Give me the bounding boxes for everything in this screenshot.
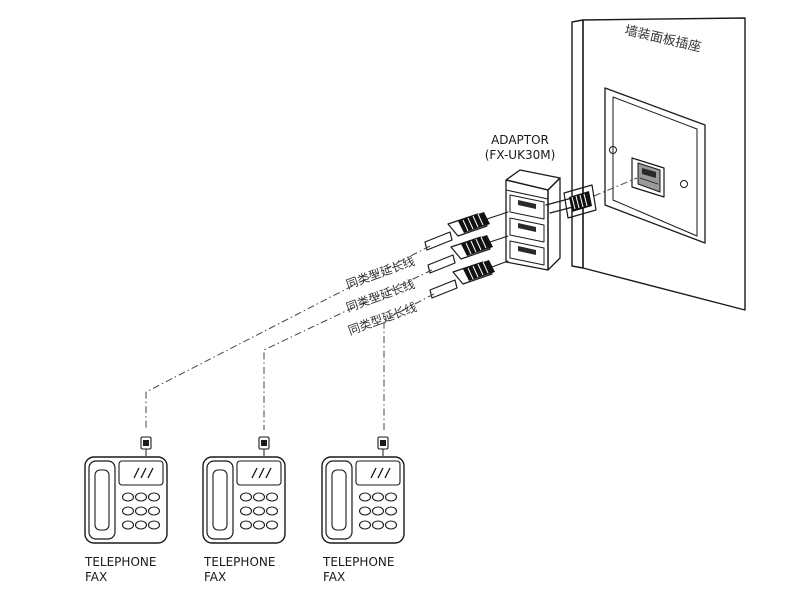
key-2-8 [252, 520, 266, 530]
key-2-6 [265, 506, 279, 516]
cable-line-3 [383, 293, 435, 430]
adaptor [505, 169, 561, 271]
device-3-label-line2: FAX [323, 570, 345, 584]
cable-line-1 [145, 245, 431, 430]
cable-line-2 [263, 269, 433, 430]
phone-jack-3 [377, 436, 389, 456]
adaptor-label-line1: ADAPTOR [491, 133, 549, 147]
key-2-1 [239, 492, 253, 502]
key-3-5 [371, 506, 385, 516]
device-1-label-line1: TELEPHONE [84, 555, 156, 569]
key-3-9 [384, 520, 398, 530]
key-2-5 [252, 506, 266, 516]
cable-plug-3 [429, 260, 509, 299]
key-2-4 [239, 506, 253, 516]
phone-jack-2 [258, 436, 270, 456]
key-3-1 [358, 492, 372, 502]
handset-2 [206, 460, 234, 540]
key-1-2 [134, 492, 148, 502]
keypad-2 [239, 492, 279, 530]
key-2-2 [252, 492, 266, 502]
display-2 [236, 460, 282, 486]
keypad-1 [121, 492, 161, 530]
wall [571, 17, 746, 311]
wall-socket [631, 157, 665, 198]
wall-plate-label: 墙装面板插座 [623, 23, 702, 55]
display-3 [355, 460, 401, 486]
plate-screw-top [609, 146, 617, 154]
cable-plug-1 [424, 211, 509, 251]
device-1-label-line2: FAX [85, 570, 107, 584]
keypad-3 [358, 492, 398, 530]
telephone-fax-1 [84, 436, 168, 544]
telephone-fax-3 [321, 436, 405, 544]
key-2-7 [239, 520, 253, 530]
plate-screw-bottom [680, 180, 688, 188]
device-3-label-line1: TELEPHONE [322, 555, 394, 569]
key-3-3 [384, 492, 398, 502]
key-1-6 [147, 506, 161, 516]
key-3-2 [371, 492, 385, 502]
adaptor-plug [545, 177, 638, 219]
adaptor-port-2 [509, 217, 545, 243]
key-1-7 [121, 520, 135, 530]
display-1 [118, 460, 164, 486]
key-1-8 [134, 520, 148, 530]
handset-1 [88, 460, 116, 540]
adaptor-port-3 [509, 240, 545, 266]
wall-plate [604, 87, 706, 244]
cable-plug-2 [427, 235, 509, 274]
key-3-7 [358, 520, 372, 530]
key-1-1 [121, 492, 135, 502]
key-3-4 [358, 506, 372, 516]
telephone-fax-2 [202, 436, 286, 544]
key-1-3 [147, 492, 161, 502]
key-1-4 [121, 506, 135, 516]
key-2-9 [265, 520, 279, 530]
phones [84, 436, 405, 544]
handset-3 [325, 460, 353, 540]
key-1-5 [134, 506, 148, 516]
adaptor-label-line2: (FX-UK30M) [485, 148, 556, 162]
device-2-label-line1: TELEPHONE [203, 555, 275, 569]
key-3-8 [371, 520, 385, 530]
key-3-6 [384, 506, 398, 516]
key-2-3 [265, 492, 279, 502]
key-1-9 [147, 520, 161, 530]
device-2-label-line2: FAX [204, 570, 226, 584]
phone-jack-1 [140, 436, 152, 456]
adaptor-port-1 [509, 194, 545, 220]
